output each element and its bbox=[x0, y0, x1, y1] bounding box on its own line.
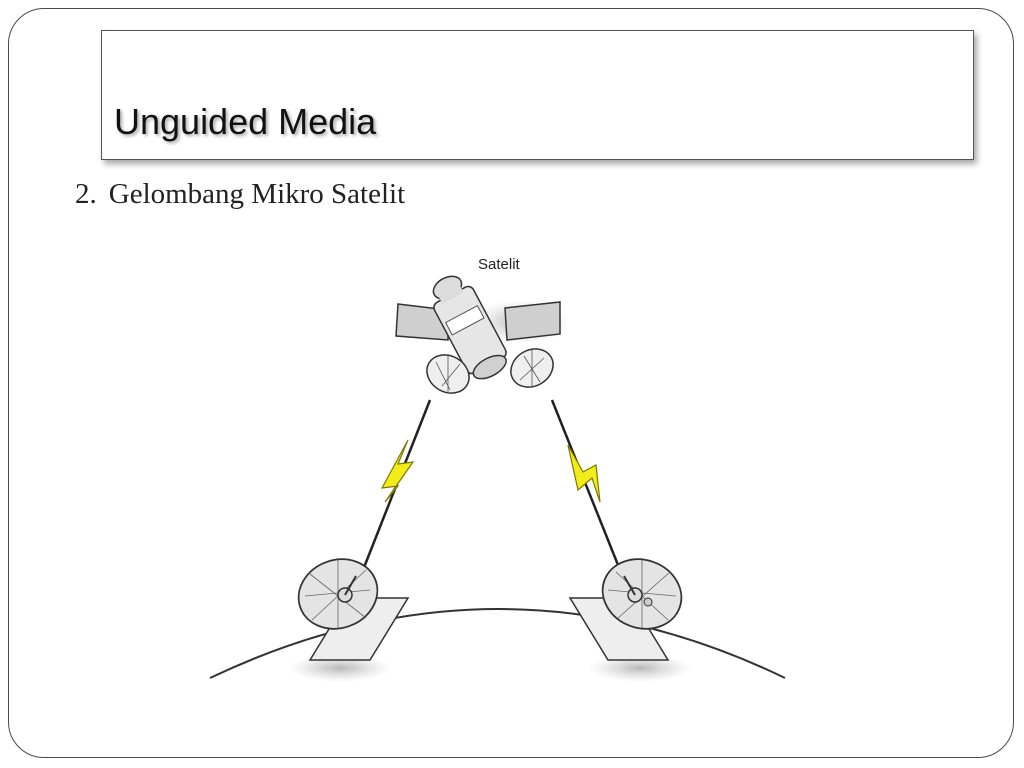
satellite-dish-icon bbox=[510, 348, 554, 388]
title-box: Unguided Media bbox=[101, 30, 974, 160]
satellite-link-diagram: Satelit bbox=[209, 256, 786, 682]
downlink-signal-line bbox=[550, 399, 622, 571]
bullet-number: 2. bbox=[75, 178, 97, 210]
satellite-label: Satelit bbox=[478, 256, 521, 273]
earth-surface-curve bbox=[209, 608, 786, 679]
satellite-dish-icon bbox=[426, 354, 470, 394]
bullet-item: 2. Gelombang Mikro Satelit bbox=[75, 178, 405, 211]
lightning-bolt-icon bbox=[567, 444, 601, 503]
lightning-bolt-icon bbox=[380, 439, 415, 503]
ground-station-dish-icon bbox=[288, 558, 410, 682]
ground-station-dish-icon bbox=[568, 558, 692, 682]
satellite-icon bbox=[395, 275, 570, 394]
page-title: Unguided Media bbox=[114, 101, 377, 142]
slide-frame bbox=[8, 8, 1014, 758]
bullet-text: Gelombang Mikro Satelit bbox=[108, 178, 406, 210]
